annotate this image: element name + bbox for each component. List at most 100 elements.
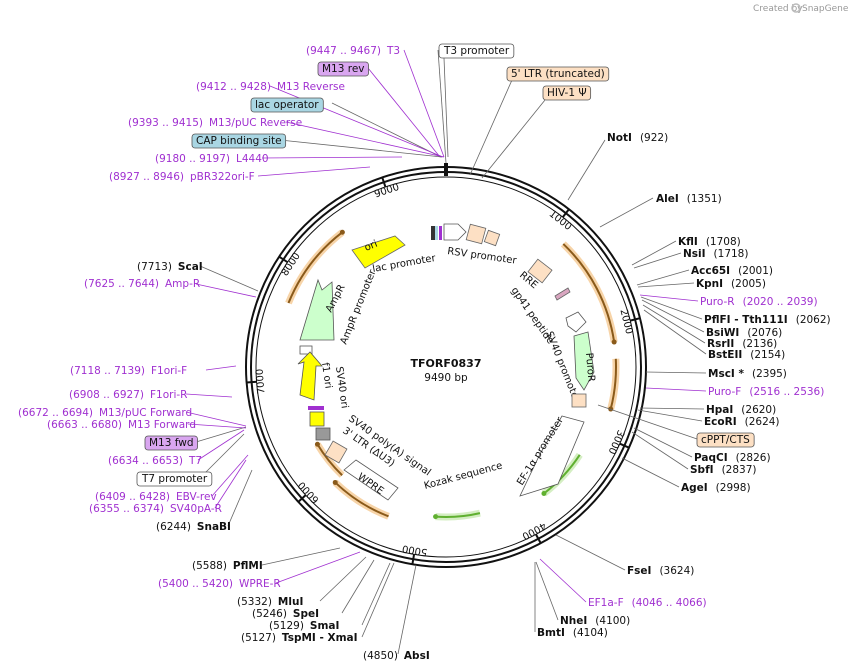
site-label[interactable]: (6355 .. 6374)SV40pA-R <box>89 503 222 515</box>
enzyme-pos: (2005) <box>731 278 766 290</box>
leader-line <box>469 79 513 176</box>
leader-line <box>633 427 693 458</box>
boxed-label-bg <box>136 471 213 487</box>
ring-tick-label: 5000 <box>401 542 428 557</box>
boxed-label: CAP binding site <box>191 133 287 149</box>
site-label[interactable]: Puro-F(2516 .. 2536) <box>708 386 824 398</box>
primer-pos: (9412 .. 9428) <box>196 81 271 93</box>
site-label[interactable]: AleI(1351) <box>656 193 722 205</box>
enzyme-name: RsrII <box>707 338 734 350</box>
leader-line <box>642 304 706 344</box>
leader-line <box>633 252 682 269</box>
site-label[interactable]: NotI(922) <box>607 132 668 144</box>
primer-name: EF1a-F <box>588 597 624 609</box>
boxed-label-text: 5' LTR (truncated) <box>511 68 605 80</box>
site-label[interactable]: (6244)SnaBI <box>156 521 231 533</box>
site-label[interactable]: FseI(3624) <box>627 565 694 577</box>
primer-pos: (9180 .. 9197) <box>155 153 230 165</box>
primer-name: F1ori-F <box>151 365 187 377</box>
site-label[interactable]: PflFI - Tth111I(2062) <box>704 314 831 326</box>
enzyme-name: EcoRI <box>704 416 737 428</box>
site-label[interactable]: HpaI(2620) <box>706 404 776 416</box>
orf-arc-left <box>287 231 343 304</box>
site-label[interactable]: Acc65I(2001) <box>691 265 773 277</box>
leader-line <box>639 294 699 302</box>
site-label[interactable]: (6672 .. 6694)M13/pUC Forward <box>18 407 192 419</box>
ring-tick-mark <box>535 533 542 544</box>
boxed-label: T3 promoter <box>438 43 515 59</box>
site-label[interactable]: (8927 .. 8946)pBR322ori-F <box>109 171 255 183</box>
primer-pos: (5400 .. 5420) <box>158 578 233 590</box>
ori-feature <box>351 235 406 269</box>
boxed-label-text: lac operator <box>255 99 319 111</box>
leader-line <box>331 102 442 158</box>
leader-line <box>185 393 233 398</box>
primer-cluster <box>308 406 324 410</box>
primer-pos: (6355 .. 6374) <box>89 503 164 515</box>
primer-pos: (6672 .. 6694) <box>18 407 93 419</box>
site-label[interactable]: (5127)TspMI - XmaI <box>241 632 358 644</box>
enzyme-name: SbfI <box>690 464 714 476</box>
leader-line <box>227 469 253 527</box>
leader-line <box>185 411 247 427</box>
site-label[interactable]: (5588)PflMI <box>192 560 263 572</box>
site-label[interactable]: (6634 .. 6653)T7 <box>108 455 202 467</box>
site-label[interactable]: (4850)AbsI <box>363 650 430 662</box>
site-label[interactable]: KflI(1708) <box>678 236 741 248</box>
site-label[interactable]: (9412 .. 9428) M13 Reverse <box>196 81 345 93</box>
site-label[interactable]: (9393 .. 9415)M13/pUC Reverse <box>128 117 302 129</box>
leader-line <box>641 299 705 333</box>
site-label[interactable]: NsiI(1718) <box>683 248 748 260</box>
feature-ori: ori <box>363 239 379 254</box>
enzyme-name: TspMI - XmaI <box>282 632 358 644</box>
primer-name: Puro-F <box>708 386 741 398</box>
site-label[interactable]: (6663 .. 6680)M13 Forward <box>47 419 196 431</box>
primer-name: M13 Reverse <box>277 81 345 93</box>
gp41-marker <box>554 287 571 301</box>
boxed-label-text: HIV-1 Ψ <box>547 87 587 99</box>
enzyme-name: FseI <box>627 565 651 577</box>
site-label[interactable]: (7625 .. 7644)Amp-R <box>84 278 200 290</box>
site-label[interactable]: BstEII(2154) <box>708 349 785 361</box>
boxed-label-text: M13 fwd <box>149 437 194 449</box>
site-label[interactable]: (6409 .. 6428)EBV-rev <box>95 491 217 503</box>
site-label[interactable]: EcoRI(2624) <box>704 416 780 428</box>
site-label[interactable]: PaqCI(2826) <box>694 452 771 464</box>
site-label[interactable]: BmtI(4104) <box>537 627 608 639</box>
enzyme-name: MscI * <box>708 368 744 380</box>
enzyme-name: PaqCI <box>694 452 728 464</box>
site-label[interactable]: NheI(4100) <box>560 615 630 627</box>
site-label[interactable]: AgeI(2998) <box>681 482 751 494</box>
ring-tick-mark <box>619 442 630 449</box>
enzyme-name: AgeI <box>681 482 708 494</box>
boxed-label-text: CAP binding site <box>196 135 282 147</box>
site-label[interactable]: SbfI(2837) <box>690 464 756 476</box>
site-label[interactable]: (5332)MluI <box>237 596 303 608</box>
site-label[interactable]: BsiWI(2076) <box>706 327 782 339</box>
site-label[interactable]: (7118 .. 7139)F1ori-F <box>70 365 187 377</box>
boxed-labels: T3 promoter M13 rev lac operator CAP bin… <box>136 43 755 487</box>
left-labels: (9447 .. 9467)T3 (9412 .. 9428) M13 Rever… <box>18 45 400 515</box>
orf-arc-upper-right <box>562 243 616 343</box>
site-label[interactable]: EF1a-F(4046 .. 4066) <box>588 597 707 609</box>
leader-line <box>645 387 707 392</box>
boxed-label-text: T7 promoter <box>141 473 208 485</box>
enzyme-name: NsiI <box>683 248 706 260</box>
ring-tick-mark <box>278 255 289 264</box>
site-label[interactable]: (9447 .. 9467)T3 <box>306 45 400 57</box>
site-label[interactable]: (7713)ScaI <box>137 261 203 273</box>
site-label[interactable]: Puro-R(2020 .. 2039) <box>700 296 818 308</box>
site-label[interactable]: (9180 .. 9197)L4440 <box>155 153 269 165</box>
feature-rsv-promoter: RSV promoter <box>447 246 518 267</box>
site-label[interactable]: (5129)SmaI <box>269 620 339 632</box>
site-label[interactable]: (5400 .. 5420)WPRE-R <box>158 578 281 590</box>
site-label[interactable]: (5246)SpeI <box>252 608 319 620</box>
plasmid-length: 9490 bp <box>424 372 468 384</box>
site-label[interactable]: KpnI (2005) <box>696 278 766 290</box>
site-label[interactable]: (6908 .. 6927)F1ori-R <box>69 389 187 401</box>
site-label[interactable]: MscI *(2395) <box>708 368 787 380</box>
primer-pos: (6663 .. 6680) <box>47 419 122 431</box>
enzyme-name: KpnI <box>696 278 723 290</box>
site-label[interactable]: RsrII(2136) <box>707 338 777 350</box>
ampr-promoter-box <box>299 345 313 355</box>
